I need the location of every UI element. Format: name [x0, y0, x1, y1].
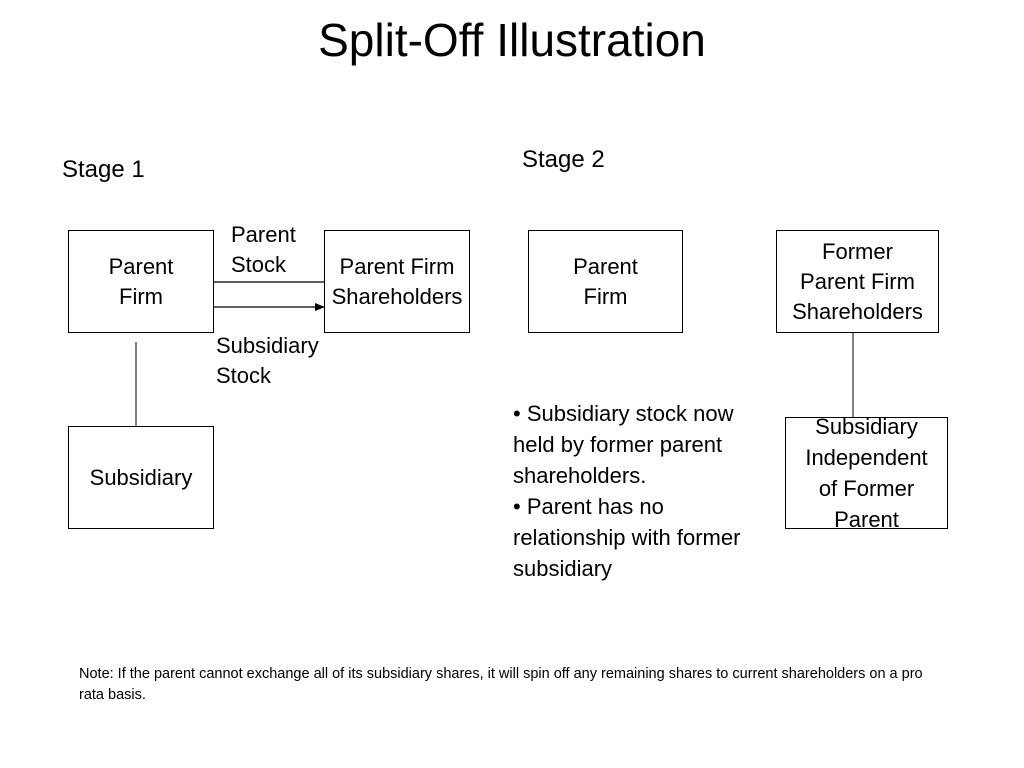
stage2-independent-subsidiary-box: Subsidiary Independent of Former Parent: [785, 414, 948, 532]
subsidiary-stock-label: Subsidiary Stock: [216, 333, 319, 388]
bullet-item: • Subsidiary stock now held by former pa…: [513, 401, 734, 488]
stage2-bullet-list: • Subsidiary stock now held by former pa…: [513, 398, 763, 584]
stage-1-label: Stage 1: [62, 156, 145, 183]
parent-stock-label: Parent Stock: [231, 222, 296, 277]
stage2-parent-firm-box: Parent Firm: [528, 230, 683, 333]
bullet-item: • Parent has no relationship with former…: [513, 494, 741, 581]
stage1-subsidiary-box: Subsidiary: [68, 426, 214, 529]
stage1-parent-firm-box: Parent Firm: [68, 230, 214, 333]
footnote: Note: If the parent cannot exchange all …: [79, 666, 923, 703]
stage-2-label: Stage 2: [522, 146, 605, 173]
stage1-shareholders-box: Parent Firm Shareholders: [324, 230, 470, 333]
stage2-former-shareholders-box: Former Parent Firm Shareholders: [776, 230, 939, 333]
page-title: Split-Off Illustration: [318, 14, 706, 66]
